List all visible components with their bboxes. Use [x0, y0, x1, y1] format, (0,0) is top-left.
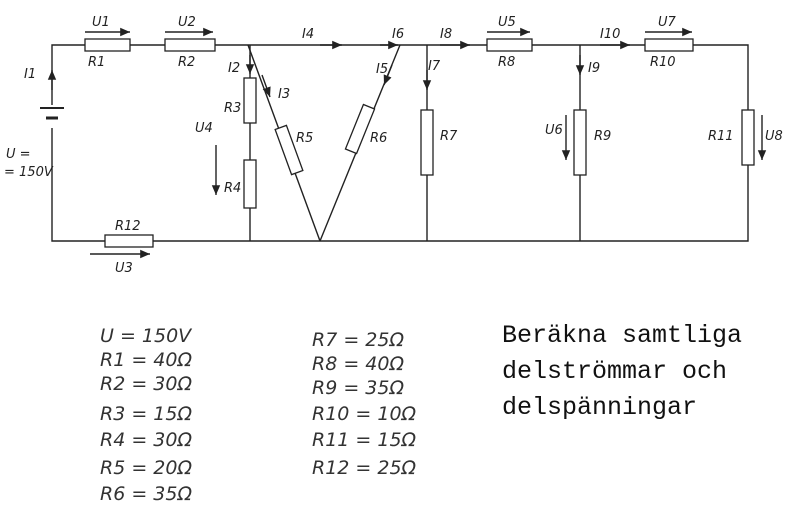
label-r3: R3	[224, 101, 241, 116]
values-right: R7 = 25Ω R8 = 40Ω R9 = 35Ω R10 = 10Ω R11…	[312, 329, 417, 479]
label-r6: R6	[370, 131, 387, 146]
value-r6: R6 = 35Ω	[100, 483, 192, 505]
resistors	[84, 38, 755, 248]
value-r11: R11 = 15Ω	[312, 429, 417, 451]
label-u4: U4	[195, 121, 213, 136]
label-i1: I1	[24, 67, 36, 82]
value-r4: R4 = 30Ω	[100, 429, 192, 451]
wires	[51, 44, 749, 242]
resistor-r7	[420, 109, 434, 176]
resistor-r12	[104, 234, 154, 248]
label-r5: R5	[296, 131, 313, 146]
label-r11: R11	[708, 129, 734, 144]
value-r8: R8 = 40Ω	[312, 353, 404, 375]
label-r9: R9	[594, 129, 611, 144]
label-u5: U5	[498, 15, 516, 30]
resistor-r2	[164, 38, 216, 52]
label-source: U =	[6, 147, 31, 162]
value-u: U = 150V	[100, 325, 193, 347]
task-line: Beräkna samtliga	[502, 321, 743, 350]
label-r8: R8	[498, 55, 515, 70]
label-i7: I7	[428, 59, 441, 74]
battery-source	[40, 107, 64, 120]
value-r10: R10 = 10Ω	[312, 403, 417, 425]
label-source-value: = 150V	[4, 165, 54, 180]
task-line: delspänningar	[502, 393, 698, 422]
label-u6: U6	[545, 123, 563, 138]
label-r7: R7	[440, 129, 458, 144]
labels: U1 U2 U3 U4 U5 U6 U7 U8 I1 I2 I3 I4 I5 I…	[4, 15, 783, 276]
value-r7: R7 = 25Ω	[312, 329, 404, 351]
task-text: Beräkna samtliga delströmmar och delspän…	[502, 318, 742, 426]
label-i9: I9	[588, 61, 600, 76]
resistor-r8	[486, 38, 533, 52]
resistor-r1	[84, 38, 131, 52]
label-i4: I4	[302, 27, 314, 42]
label-i3: I3	[278, 87, 290, 102]
label-r12: R12	[115, 219, 141, 234]
values-left: U = 150V R1 = 40Ω R2 = 30Ω R3 = 15Ω R4 =…	[100, 325, 193, 505]
label-i2: I2	[228, 61, 240, 76]
label-i5: I5	[376, 62, 388, 77]
resistor-r5	[274, 124, 304, 176]
label-i8: I8	[440, 27, 452, 42]
value-r5: R5 = 20Ω	[100, 457, 192, 479]
arrows	[47, 27, 767, 259]
task-line: delströmmar och	[502, 357, 728, 386]
value-r1: R1 = 40Ω	[100, 349, 192, 371]
label-u3: U3	[115, 261, 133, 276]
label-r2: R2	[178, 55, 195, 70]
resistor-r11	[741, 109, 755, 166]
label-r4: R4	[224, 181, 241, 196]
label-u1: U1	[92, 15, 110, 30]
label-r1: R1	[88, 55, 105, 70]
label-i10: I10	[600, 27, 620, 42]
value-r12: R12 = 25Ω	[312, 457, 417, 479]
label-u2: U2	[178, 15, 196, 30]
resistor-r9	[573, 109, 587, 176]
label-i6: I6	[392, 27, 404, 42]
label-u8: U8	[765, 129, 783, 144]
resistor-r6	[344, 103, 376, 155]
value-r3: R3 = 15Ω	[100, 403, 192, 425]
resistor-r3	[243, 77, 257, 124]
resistor-r4	[243, 159, 257, 209]
label-u7: U7	[658, 15, 677, 30]
value-r2: R2 = 30Ω	[100, 373, 192, 395]
label-r10: R10	[650, 55, 676, 70]
resistor-r10	[644, 38, 694, 52]
value-r9: R9 = 35Ω	[312, 377, 404, 399]
